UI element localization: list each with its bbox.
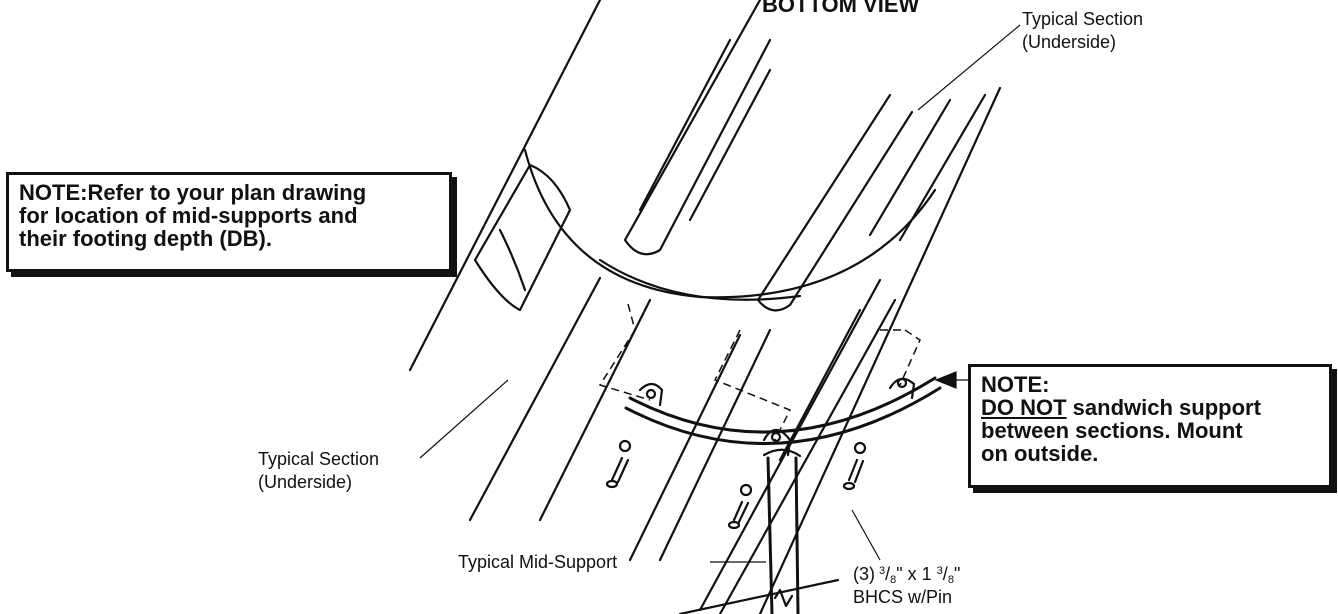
- note-right-arrow: [934, 371, 957, 389]
- section-outer-edge-right: [758, 86, 1002, 614]
- mounting-tab-left: [638, 382, 664, 407]
- end-cap-left-inner: [498, 228, 527, 292]
- channel-upper-inner-2: [688, 68, 772, 222]
- align-dash-center: [713, 329, 792, 441]
- view-title: BOTTOM VIEW: [762, 0, 919, 17]
- channel-lower-3c: [778, 308, 862, 462]
- note-right-line1: DO NOT sandwich support: [981, 396, 1319, 419]
- end-cap-left: [473, 163, 572, 312]
- bolt-left: [605, 439, 632, 489]
- note-box-right: NOTE: DO NOT sandwich support between se…: [968, 364, 1332, 488]
- channel-lower-1b: [538, 298, 652, 522]
- section-end-curve-inner: [598, 258, 802, 301]
- leader-section-left: [419, 379, 509, 459]
- bolt-right: [842, 441, 867, 491]
- channel-upper-3: [868, 98, 952, 237]
- mid-support-post-top: [762, 448, 802, 458]
- leader-bolt: [851, 509, 881, 561]
- note-box-left: NOTE:Refer to your plan drawing for loca…: [6, 172, 452, 272]
- channel-lower-2: [628, 333, 742, 562]
- note-right-line1-rest: sandwich support: [1066, 395, 1261, 420]
- tab-hole-left: [645, 388, 657, 400]
- tab-hole-right: [896, 377, 908, 389]
- ground-line: [678, 578, 840, 614]
- label-section-top-1: Typical Section: [1022, 9, 1143, 29]
- tab-hole-center: [770, 431, 782, 443]
- note-right-line3: on outside.: [981, 441, 1099, 466]
- label-bolt-type: BHCS w/Pin: [853, 587, 952, 607]
- align-dash-left: [598, 303, 651, 401]
- align-dash-right: [899, 329, 921, 386]
- mounting-tab-center: [762, 428, 792, 457]
- mid-support-arch-outer: [628, 376, 937, 434]
- note-right-title: NOTE:: [981, 372, 1050, 397]
- note-right-emphasis: DO NOT: [981, 395, 1067, 420]
- label-bolt-spec: (3)3/8" x 1 3/8": [853, 564, 960, 586]
- channel-lower-2b: [658, 328, 772, 562]
- mid-support-arch-inner: [624, 386, 942, 445]
- break-mark: [773, 588, 794, 608]
- leader-section-top: [917, 24, 1021, 111]
- note-left-line1: NOTE:Refer to your plan drawing: [19, 180, 367, 205]
- label-section-left-2: (Underside): [258, 472, 352, 492]
- label-section-left-1: Typical Section: [258, 449, 379, 469]
- channel-lower-1: [468, 276, 602, 522]
- note-right-line2: between sections. Mount: [981, 418, 1243, 443]
- channel-upper-1: [623, 0, 772, 256]
- label-mid-support: Typical Mid-Support: [458, 552, 617, 572]
- bolt-center: [727, 483, 753, 530]
- channel-upper-inner-1: [638, 38, 732, 212]
- note-left-line3: their footing depth (DB).: [19, 226, 272, 251]
- note-left-line2: for location of mid-supports and: [19, 203, 358, 228]
- section-outer-edge-left: [408, 0, 602, 372]
- label-section-top-2: (Underside): [1022, 32, 1116, 52]
